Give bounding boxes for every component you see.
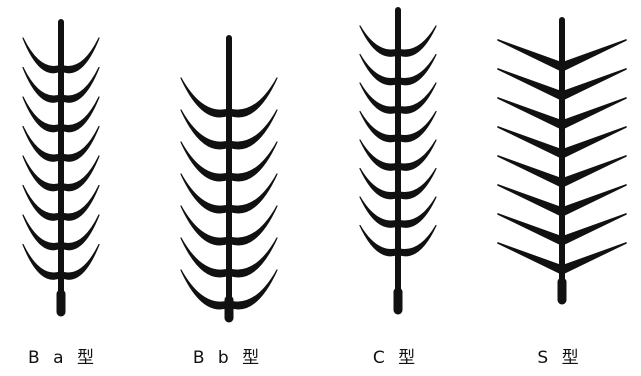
ear-type-c-drawing xyxy=(360,10,436,310)
ear-branch xyxy=(360,197,398,227)
ear-type-ba-drawing xyxy=(23,22,99,312)
ear-branch xyxy=(398,55,436,85)
ear-branch xyxy=(562,156,626,187)
ear-branch xyxy=(360,83,398,113)
ear-branch xyxy=(398,226,436,256)
ear-branch xyxy=(360,140,398,170)
ear-branch xyxy=(562,69,626,100)
ear-type-bb-drawing xyxy=(181,38,277,318)
ear-branch xyxy=(562,98,626,129)
ear-branch xyxy=(498,127,562,158)
ear-branch xyxy=(398,140,436,170)
ear-branch xyxy=(498,156,562,187)
ear-branch xyxy=(181,78,229,117)
ear-type-s-drawing xyxy=(498,20,626,300)
ear-branch xyxy=(23,38,61,73)
ear-branch xyxy=(498,40,562,71)
type-label-s: S 型 xyxy=(537,343,582,367)
ear-branch xyxy=(562,127,626,158)
ear-branch xyxy=(562,185,626,216)
type-label-c: C 型 xyxy=(373,343,419,367)
ear-branch xyxy=(398,83,436,113)
ear-branch xyxy=(398,26,436,56)
ear-branch xyxy=(61,38,99,73)
ear-branch xyxy=(360,226,398,256)
ear-branch xyxy=(360,26,398,56)
ear-branch xyxy=(229,78,277,117)
ear-branch xyxy=(360,55,398,85)
type-label-bb: B b 型 xyxy=(193,343,263,367)
ear-branch xyxy=(498,69,562,100)
type-label-ba: B a 型 xyxy=(28,343,98,367)
ear-branch xyxy=(498,185,562,216)
ear-branch xyxy=(498,214,562,245)
ear-branch xyxy=(398,112,436,142)
ear-branch xyxy=(562,243,626,274)
ear-branch xyxy=(498,243,562,274)
ear-branch xyxy=(360,112,398,142)
ear-branch xyxy=(398,197,436,227)
ear-branch xyxy=(498,98,562,129)
ear-branch xyxy=(562,214,626,245)
ear-branch xyxy=(398,169,436,199)
ear-branch xyxy=(562,40,626,71)
ear-branch xyxy=(360,169,398,199)
